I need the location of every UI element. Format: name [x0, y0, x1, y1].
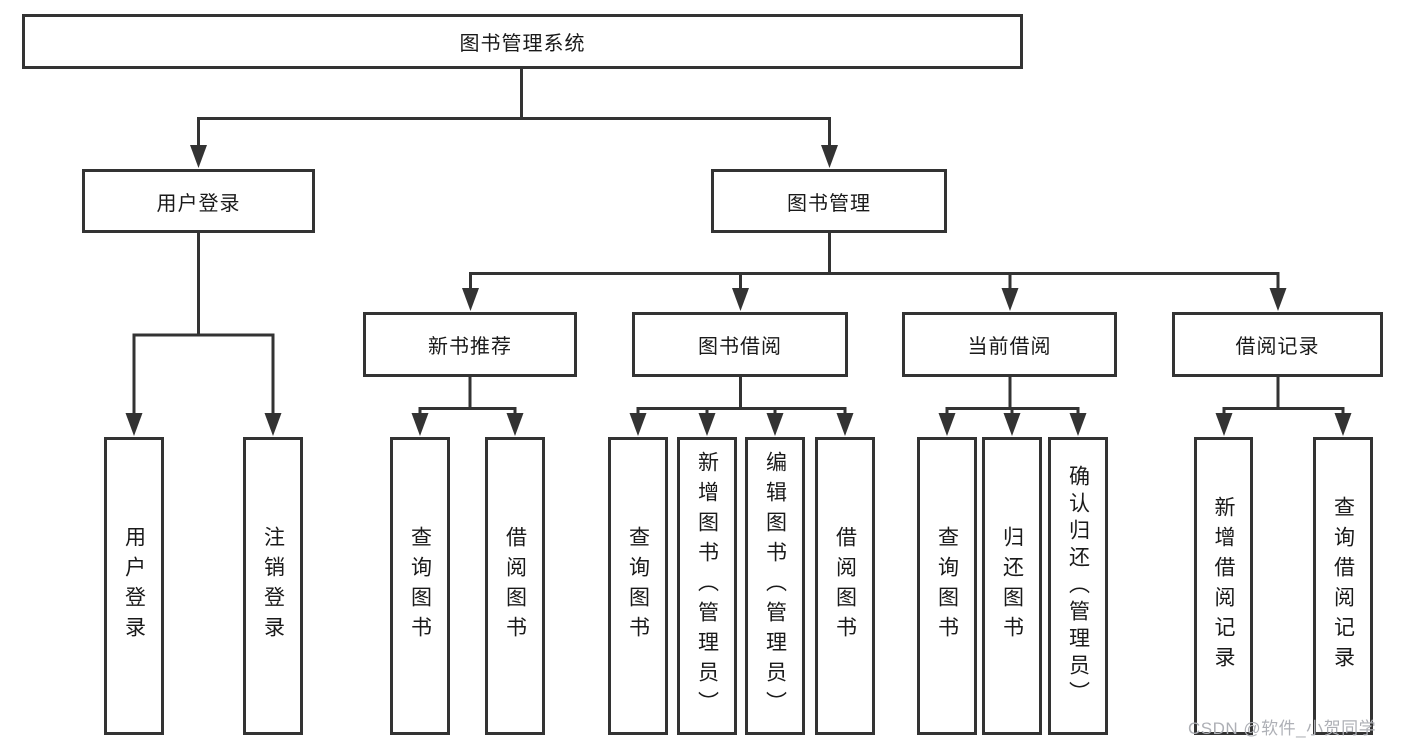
arrow-down-icon [1334, 413, 1352, 436]
arrow-down-icon [836, 413, 854, 436]
connector-line [1222, 407, 1345, 416]
leaf-user-login: 用户登录 [104, 437, 164, 735]
node-book-management: 图书管理 [711, 169, 947, 233]
connector-line [636, 407, 847, 416]
leaf-bb-edit-books-admin: 编辑图书（管理员） [745, 437, 805, 735]
node-new-book-recommend: 新书推荐 [363, 312, 577, 377]
arrow-down-icon [506, 413, 524, 436]
arrow-down-icon [821, 145, 838, 168]
arrow-down-icon [698, 413, 716, 436]
arrow-down-icon [1215, 413, 1233, 436]
arrow-down-icon [411, 413, 429, 436]
arrow-down-icon [1001, 288, 1019, 311]
arrow-down-icon [1069, 413, 1087, 436]
leaf-nbr-query-books: 查询图书 [390, 437, 450, 735]
arrow-down-icon [629, 413, 647, 436]
connector-root-split [190, 68, 838, 168]
node-user-login: 用户登录 [82, 169, 315, 233]
leaf-br-query-record: 查询借阅记录 [1313, 437, 1373, 735]
node-root: 图书管理系统 [22, 14, 1023, 69]
arrow-down-icon [732, 288, 749, 311]
node-current-borrowing: 当前借阅 [902, 312, 1117, 377]
leaf-br-add-record: 新增借阅记录 [1194, 437, 1253, 735]
connector-line [418, 407, 517, 416]
arrow-down-icon [766, 413, 784, 436]
csdn-watermark: CSDN @软件_小贺同学 [1188, 719, 1377, 738]
arrow-down-icon [190, 145, 207, 168]
node-book-borrowing: 图书借阅 [632, 312, 848, 377]
leaf-bb-query-books: 查询图书 [608, 437, 668, 735]
arrow-down-icon [938, 413, 956, 436]
connector-current-borrowing-split [938, 376, 1087, 436]
arrow-down-icon [462, 288, 479, 311]
connector-book-borrowing-split [629, 376, 854, 436]
connector-user-login-split [125, 233, 282, 436]
connector-book-management-split [462, 233, 1287, 311]
arrow-down-icon [125, 413, 143, 436]
connector-line [469, 272, 1280, 292]
node-borrowing-records: 借阅记录 [1172, 312, 1383, 377]
connector-line [197, 117, 831, 148]
leaf-bb-borrow-books: 借阅图书 [815, 437, 875, 735]
leaf-cb-query-books: 查询图书 [917, 437, 977, 735]
leaf-cb-return-books: 归还图书 [982, 437, 1042, 735]
leaf-nbr-borrow-books: 借阅图书 [485, 437, 545, 735]
connector-line [945, 407, 1080, 416]
leaf-bb-add-books-admin: 新增图书（管理员） [677, 437, 737, 735]
arrow-down-icon [1003, 413, 1021, 436]
leaf-logout-login: 注销登录 [243, 437, 303, 735]
arrow-down-icon [264, 413, 282, 436]
connector-new-book-split [411, 376, 524, 436]
arrow-down-icon [1269, 288, 1287, 311]
leaf-cb-confirm-return-admin: 确认归还（管理员） [1048, 437, 1108, 735]
connector-line [132, 333, 275, 416]
connector-records-split [1215, 377, 1352, 436]
